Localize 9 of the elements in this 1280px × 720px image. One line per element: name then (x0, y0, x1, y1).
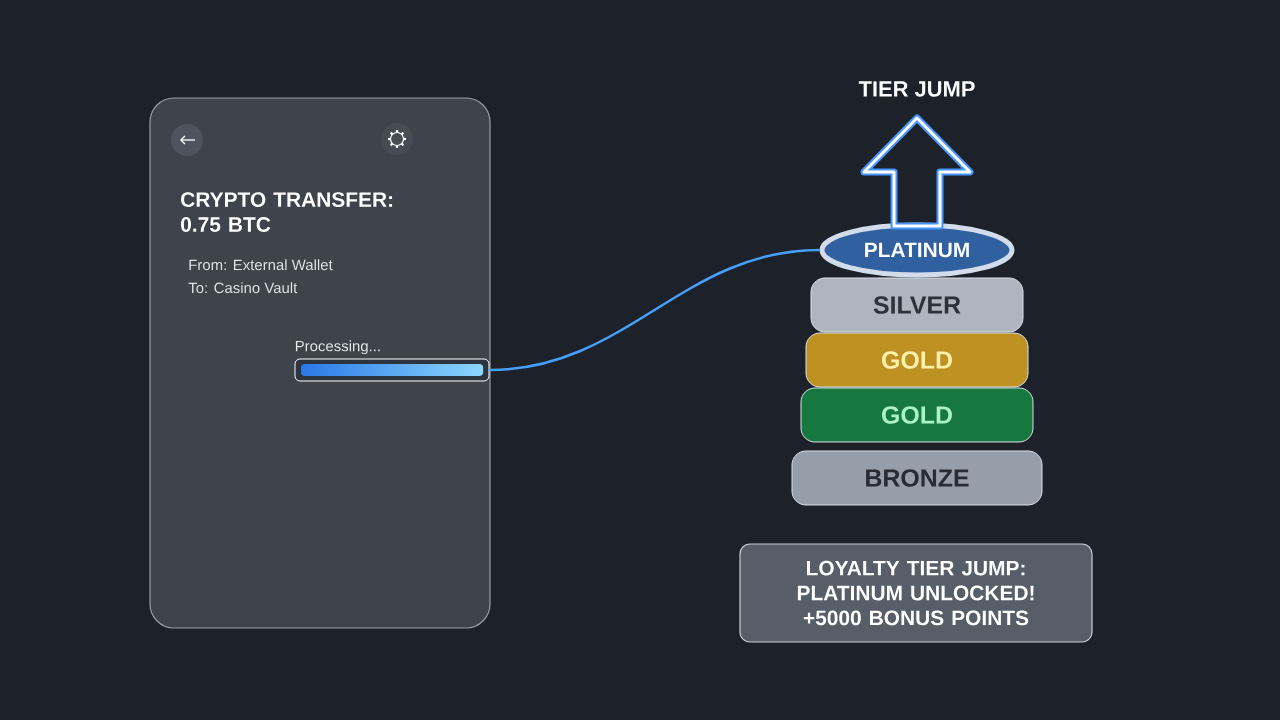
connector-line (489, 248, 820, 372)
tier-band: BRONZE (791, 450, 1043, 506)
status-text: Processing... (295, 340, 380, 355)
heading: TIER JUMP (858, 81, 975, 97)
tier-band: GOLD (805, 332, 1029, 388)
tier-band: SILVER (810, 277, 1024, 333)
tier-band: GOLD (800, 387, 1034, 443)
tier-disc: PLATINUM (819, 222, 1015, 278)
result-banner: LOYALTY TIER JUMP: PLATINUM UNLOCKED! +5000 BONUS POINTS (739, 543, 1093, 643)
